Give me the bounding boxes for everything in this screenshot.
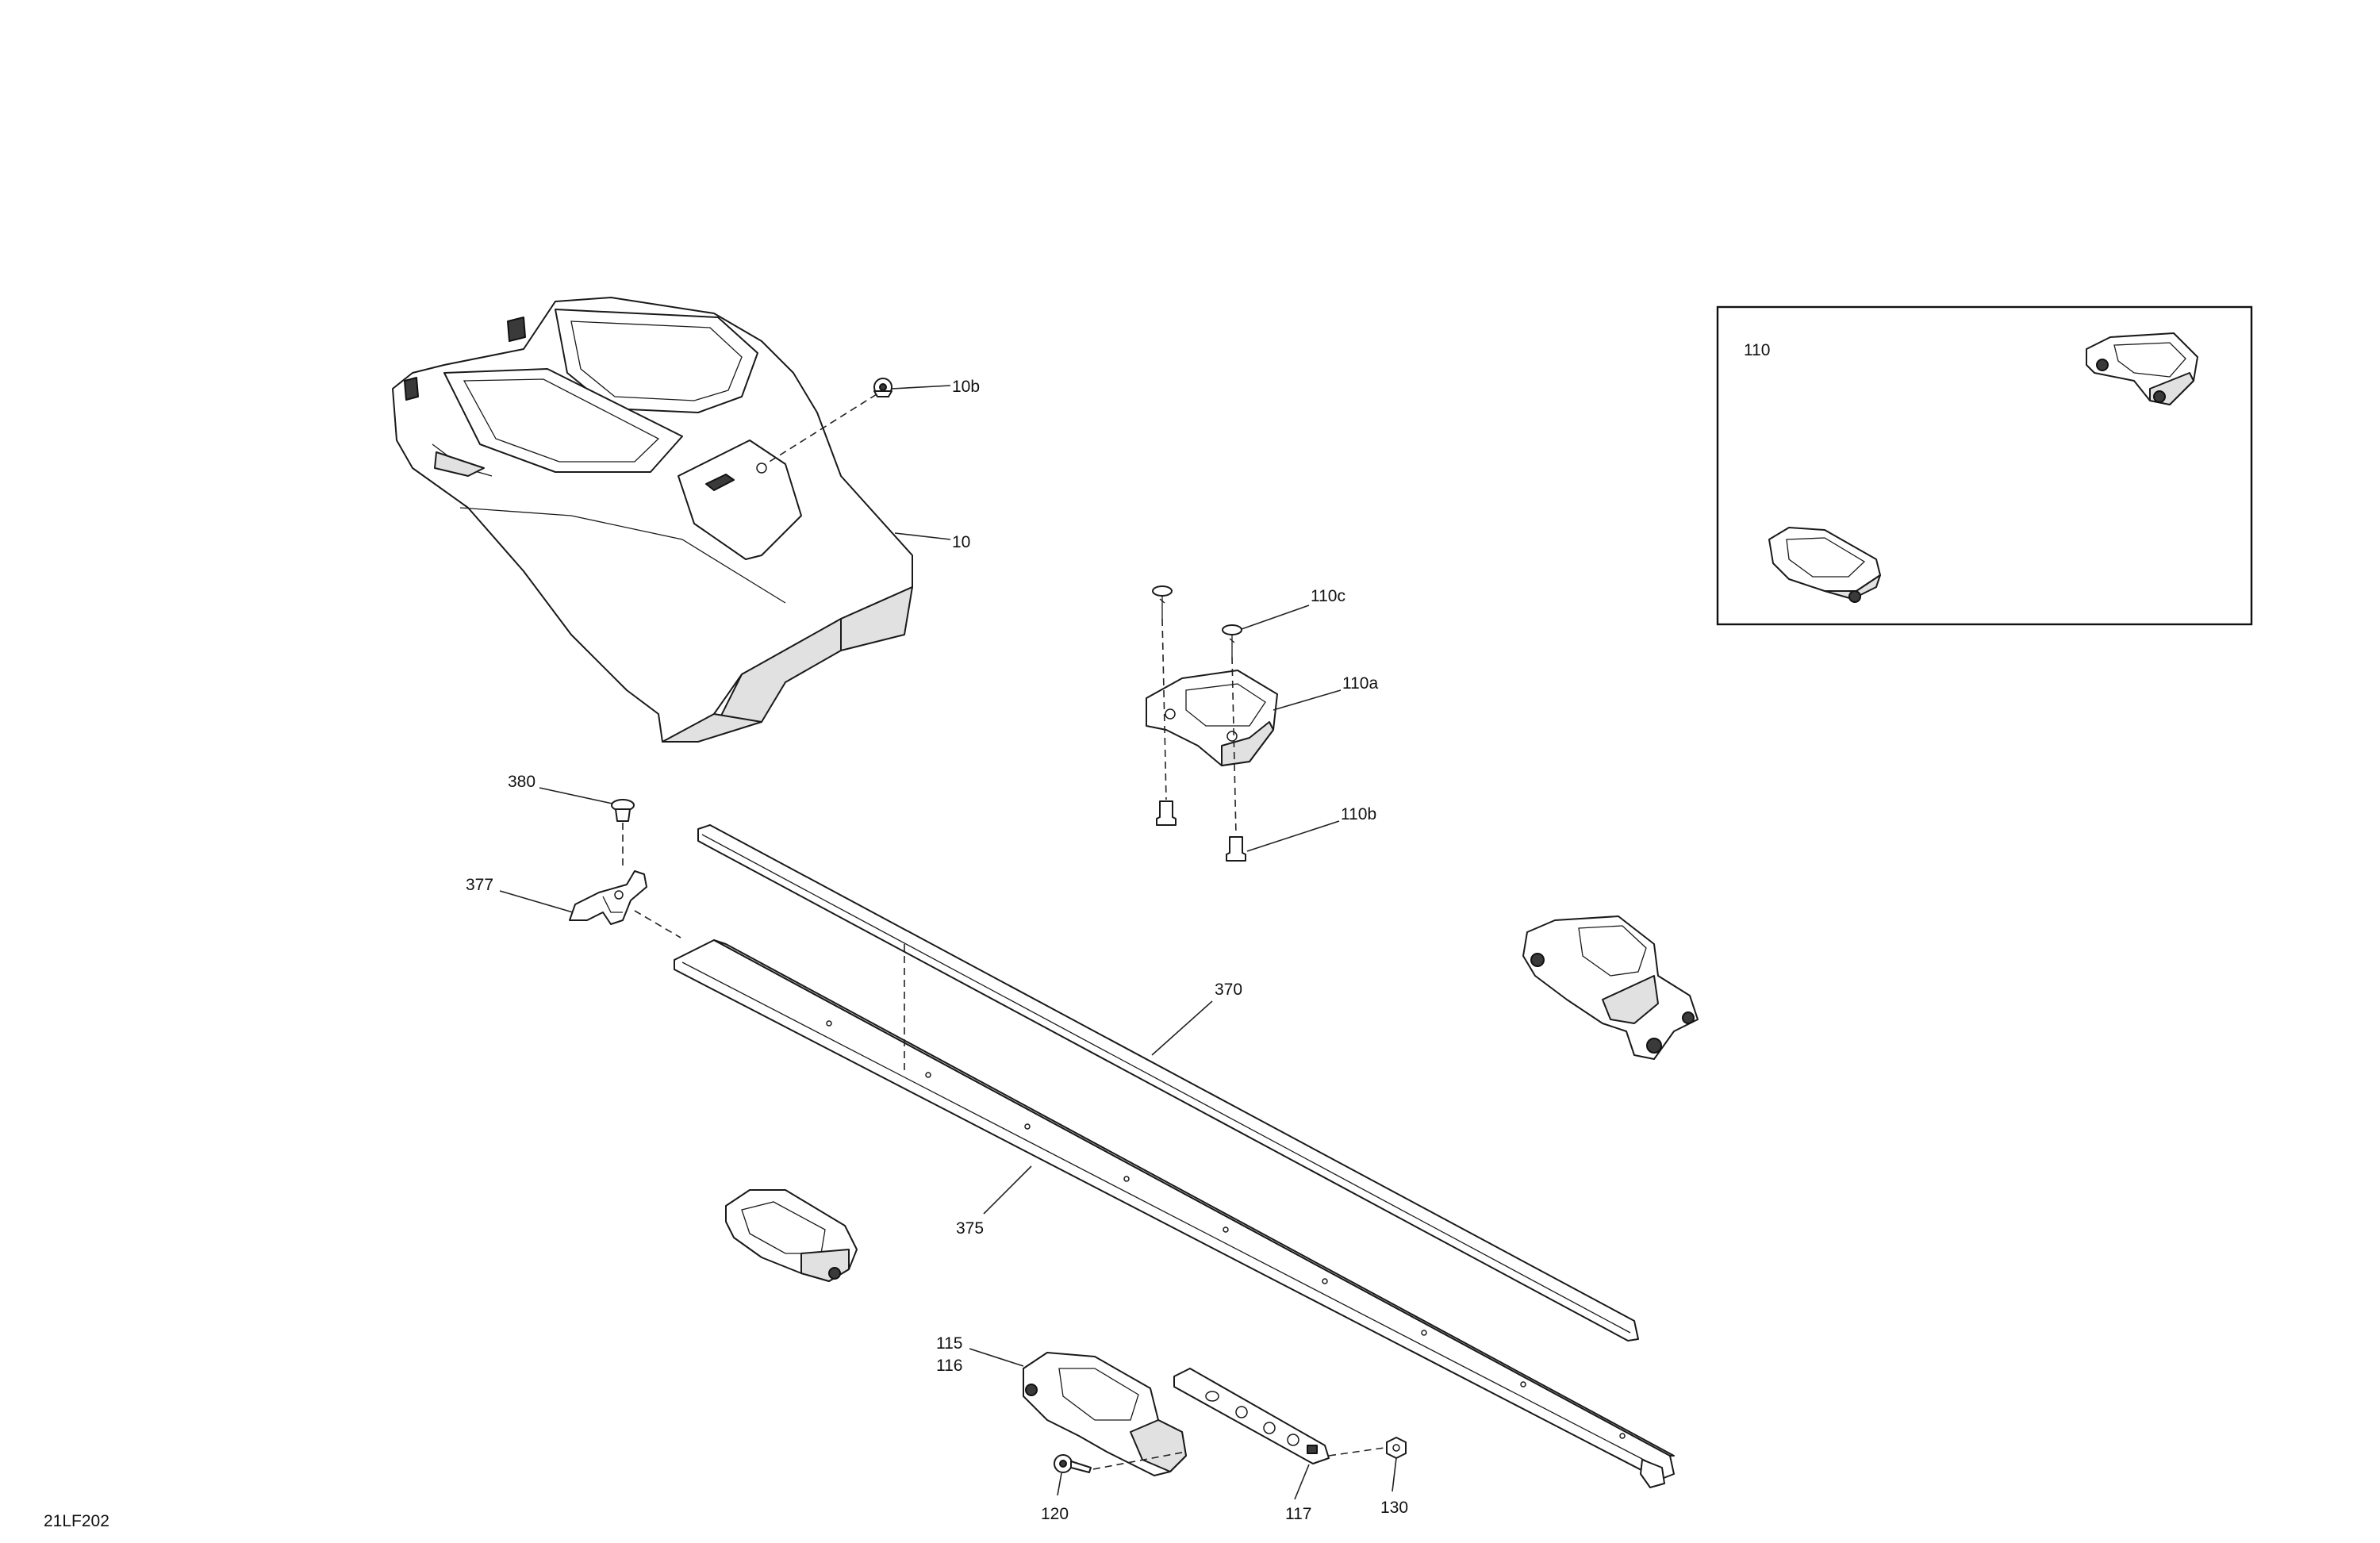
callout-110b: 110b <box>1341 805 1376 823</box>
callout-120: 120 <box>1041 1505 1069 1523</box>
callout-10: 10 <box>952 533 970 551</box>
part-110c-screws <box>1152 585 1310 657</box>
callout-117: 117 <box>1285 1505 1311 1523</box>
inset-label: 110 <box>1744 341 1770 359</box>
inset-box-110: 110 <box>1716 305 2253 626</box>
part-110b-inserts <box>1156 800 1340 862</box>
inset-handle-upper <box>2086 332 2198 405</box>
part-120-screw <box>1054 1454 1092 1496</box>
part-mount-bracket-right <box>1522 915 1699 1060</box>
callout-116: 116 <box>936 1357 962 1375</box>
part-377-clamp <box>499 870 647 925</box>
part-117-plate <box>1173 1368 1330 1500</box>
callout-130: 130 <box>1380 1499 1408 1517</box>
part-10-console-cover <box>392 297 913 743</box>
callout-380: 380 <box>508 773 536 791</box>
part-115-116-handle <box>969 1348 1187 1476</box>
part-handle-left <box>725 1189 858 1282</box>
callout-110a: 110a <box>1342 674 1378 693</box>
callout-115: 115 <box>936 1334 962 1353</box>
part-370-strip <box>697 824 1639 1341</box>
callout-370: 370 <box>1215 981 1242 999</box>
inset-handle-lower <box>1768 527 1881 603</box>
callout-10b: 10b <box>952 378 980 396</box>
part-110a-handle-center <box>1146 670 1278 766</box>
part-380-clip <box>539 787 635 822</box>
part-130-nut <box>1386 1437 1407 1492</box>
part-10b-fastener: 10b <box>765 378 980 465</box>
callout-110c: 110c <box>1311 587 1345 605</box>
part-375-rail <box>674 939 1675 1488</box>
callout-377: 377 <box>466 876 493 894</box>
figure-code: 21LF202 <box>44 1512 109 1530</box>
callout-375: 375 <box>956 1219 984 1238</box>
